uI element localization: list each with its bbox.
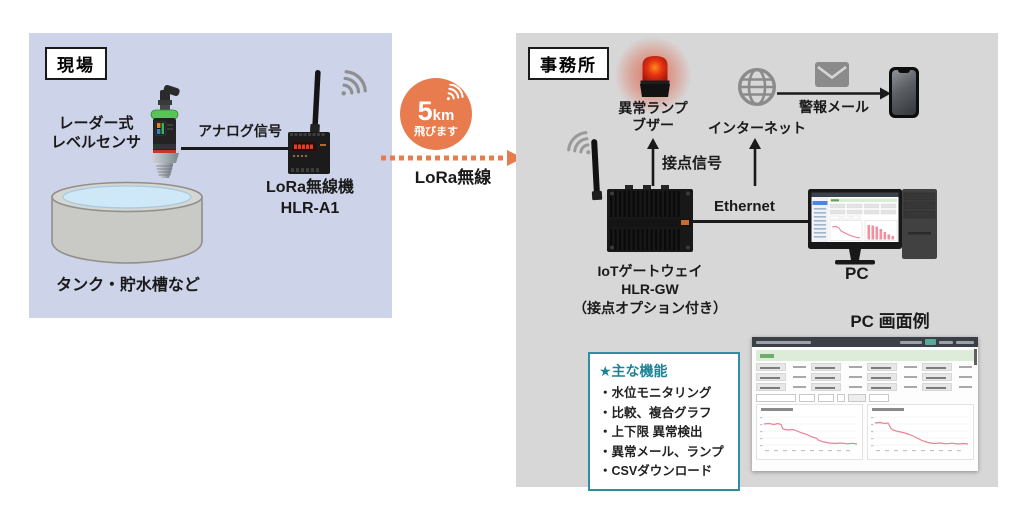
dashboard-header	[752, 337, 978, 347]
screen-example-panel	[752, 337, 978, 471]
analog-signal-label: アナログ信号	[198, 123, 282, 139]
ethernet-label: Ethernet	[714, 198, 775, 215]
feature-item: ・上下限 異常検出	[599, 425, 703, 439]
internet-globe-icon	[738, 68, 776, 106]
iot-gateway-icon	[567, 131, 693, 252]
level-sensor-icon	[150, 84, 180, 178]
wireless-link-label: LoRa無線	[414, 168, 492, 187]
contact-signal-label: 接点信号	[662, 155, 723, 172]
internet-arrow	[749, 138, 761, 186]
gateway-label: IoTゲートウェイ HLR-GW （接点オプション付き）	[573, 263, 727, 316]
alarm-lamp-icon	[640, 56, 670, 97]
pc-label: PC	[845, 264, 869, 283]
dashboard-scrollbar	[974, 349, 977, 365]
feature-item: ・異常メール、ランプ	[599, 444, 724, 459]
wireless-link-arrow	[381, 150, 523, 166]
dashboard-value-grid	[752, 363, 978, 391]
dashboard-header-button	[925, 339, 936, 345]
range-value: 5km	[417, 96, 455, 127]
field-zone	[29, 33, 392, 318]
radio-wave-icon	[446, 84, 464, 101]
internet-label: インターネット	[708, 120, 806, 136]
pc-tower-icon	[902, 189, 937, 259]
screen-example-title: PC 画面例	[850, 312, 930, 331]
alert-mail-arrow	[777, 87, 891, 100]
lora-transmitter-label: LoRa無線機 HLR-A1	[265, 179, 354, 217]
analog-signal-line	[181, 147, 290, 150]
features-box: ★主な機能 ・水位モニタリング ・比較、複合グラフ ・上下限 異常検出 ・異常メ…	[588, 352, 740, 491]
contact-signal-arrow	[647, 138, 659, 186]
mail-icon	[815, 62, 849, 87]
trend-chart	[756, 404, 863, 460]
sensor-label: レーダー式 レベルセンサ	[50, 115, 141, 151]
features-title: ★主な機能	[599, 363, 668, 379]
field-zone-label: 現場	[45, 47, 107, 80]
feature-item: ・水位モニタリング	[599, 386, 712, 400]
range-badge: 5km 飛びます	[400, 78, 472, 150]
alarm-label: 異常ランプ ブザー	[618, 100, 688, 133]
lora-transmitter-icon	[288, 70, 367, 174]
dashboard-banner	[756, 350, 974, 361]
range-subtext: 飛びます	[414, 126, 458, 139]
dashboard-filter-row	[752, 393, 978, 404]
tank-label: タンク・貯水槽など	[56, 277, 200, 294]
feature-item: ・比較、複合グラフ	[599, 405, 712, 420]
feature-item: ・CSVダウンロード	[599, 464, 713, 478]
pc-monitor-icon	[808, 189, 902, 265]
office-zone-label: 事務所	[528, 47, 609, 80]
trend-chart	[867, 404, 974, 460]
smartphone-icon	[889, 67, 919, 118]
dashboard-charts	[752, 404, 978, 460]
tank-icon	[51, 181, 203, 264]
alert-mail-label: 警報メール	[799, 99, 869, 115]
ethernet-line	[692, 220, 813, 223]
